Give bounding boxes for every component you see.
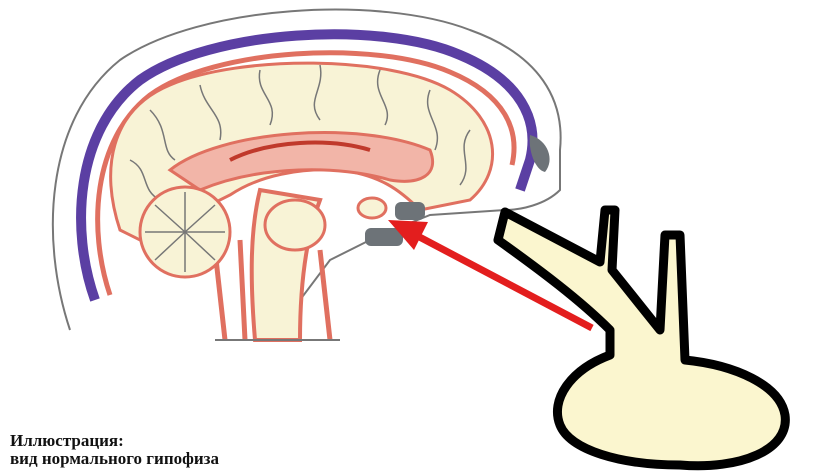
caption-title: Иллюстрация:	[10, 432, 219, 450]
pons	[265, 200, 325, 250]
sphenoid-sinus-upper	[395, 202, 425, 220]
pituitary-small	[358, 198, 386, 218]
pituitary-gland-enlarged	[498, 210, 785, 466]
caption-text: вид нормального гипофиза	[10, 450, 219, 468]
caption: Иллюстрация: вид нормального гипофиза	[10, 432, 219, 468]
